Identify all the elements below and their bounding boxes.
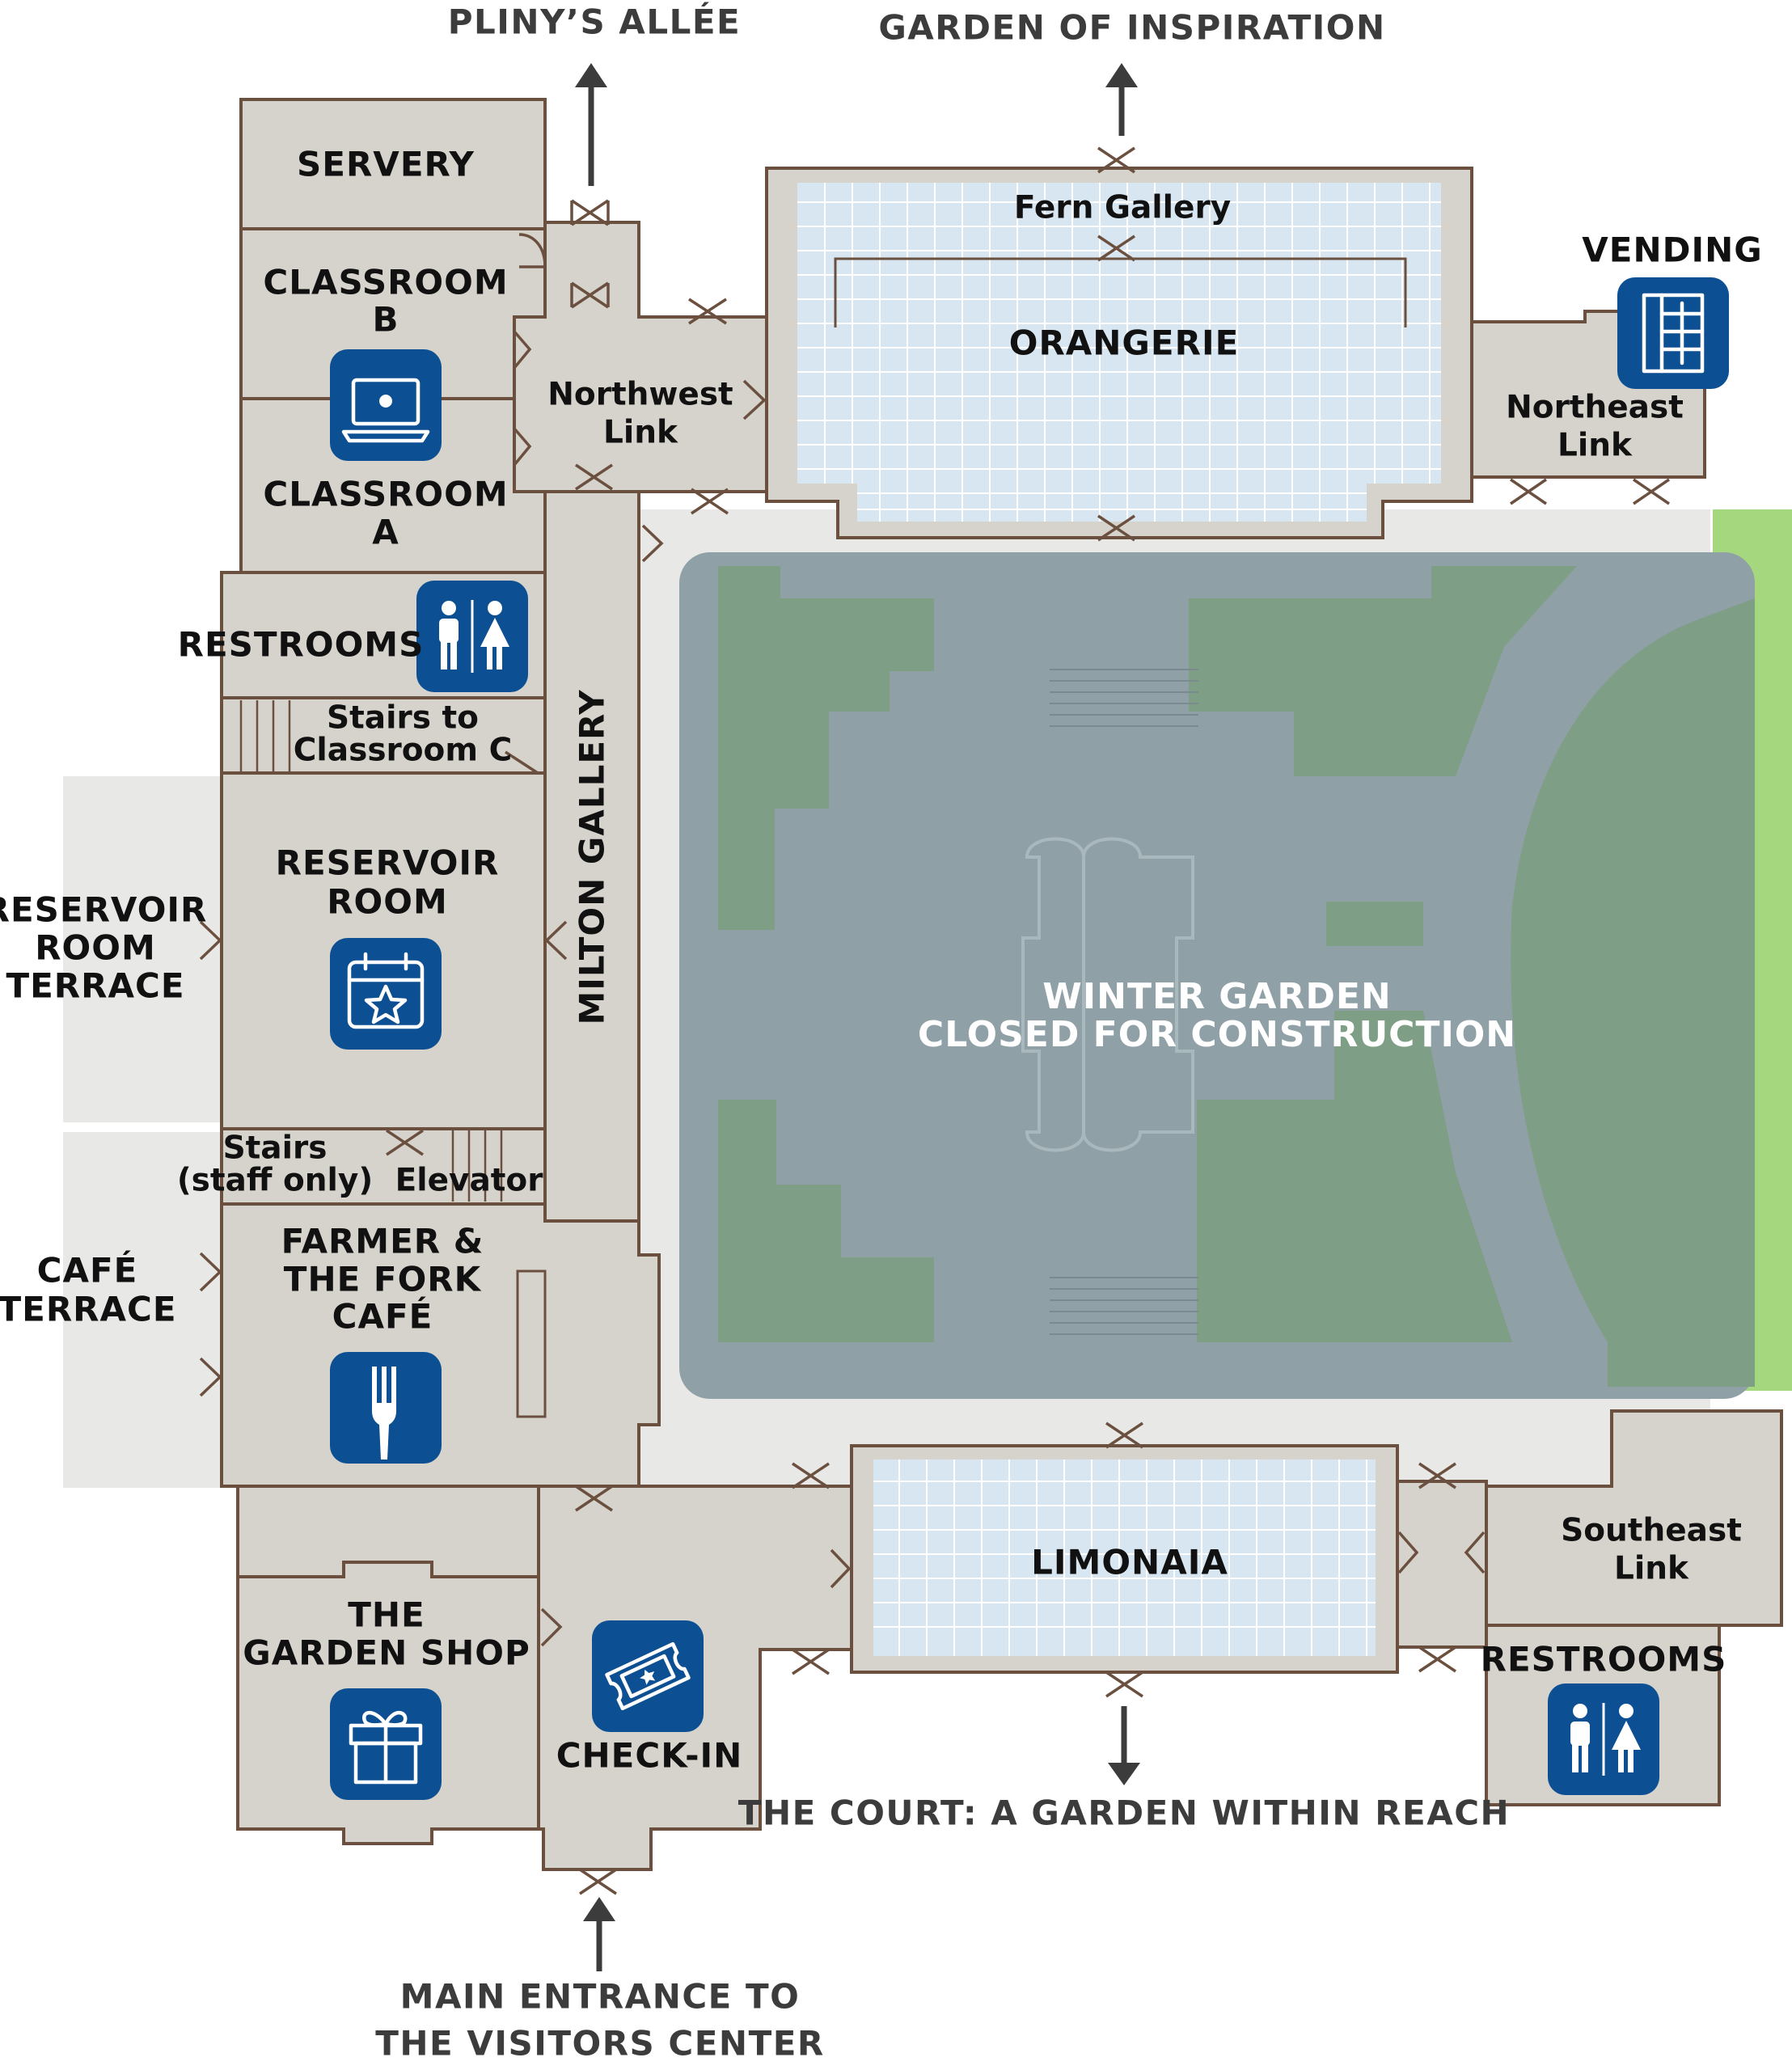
reservoir-terrace-label-1: RESERVOIR bbox=[0, 890, 207, 930]
southeast-link-label-1: Southeast bbox=[1561, 1513, 1742, 1549]
cafe-label-2: THE FORK bbox=[284, 1260, 482, 1299]
milton-gallery-label: MILTON GALLERY bbox=[573, 689, 612, 1024]
servery-label: SERVERY bbox=[297, 145, 475, 184]
reservoir-room bbox=[220, 771, 547, 1130]
stairs-c-label-2: Classroom C bbox=[294, 733, 512, 769]
restrooms-west-label: RESTROOMS bbox=[178, 625, 425, 665]
stairs-c-label-1: Stairs to bbox=[327, 700, 479, 737]
stairs-staff-label-2: (staff only) bbox=[177, 1163, 373, 1199]
winter-garden-label-1: WINTER GARDEN bbox=[1042, 976, 1391, 1017]
check-in-label: CHECK-IN bbox=[556, 1736, 743, 1776]
limonaia-label: LIMONAIA bbox=[1031, 1543, 1228, 1582]
classroom-b-label-1: CLASSROOM bbox=[263, 263, 508, 302]
limonaia-east-passage bbox=[1396, 1480, 1488, 1649]
reservoir-terrace-area bbox=[63, 776, 222, 1122]
northwest-link-label-2: Link bbox=[603, 415, 678, 451]
restroom-icon[interactable] bbox=[416, 581, 528, 692]
exit-plinys-allee[interactable]: PLINY’S ALLÉE bbox=[448, 2, 741, 42]
laptop-icon[interactable] bbox=[330, 349, 442, 461]
classroom-a-label-1: CLASSROOM bbox=[263, 475, 508, 514]
orangerie bbox=[765, 167, 1473, 539]
fern-gallery-label: Fern Gallery bbox=[1014, 190, 1231, 226]
winter-garden-label-2: CLOSED FOR CONSTRUCTION bbox=[918, 1014, 1516, 1055]
reservoir-room-label-2: ROOM bbox=[327, 882, 448, 922]
restrooms-east-label: RESTROOMS bbox=[1481, 1640, 1727, 1679]
exit-arrows bbox=[575, 63, 1140, 1971]
garden-shop-label-1: THE bbox=[348, 1595, 425, 1635]
garden-shop-label-2: GARDEN SHOP bbox=[243, 1633, 530, 1673]
cafe-label-1: FARMER & bbox=[281, 1222, 484, 1261]
classroom-a-label-2: A bbox=[372, 513, 399, 552]
reservoir-terrace-label-2: ROOM bbox=[35, 928, 156, 968]
orangerie-label: ORANGERIE bbox=[1009, 323, 1240, 363]
northwest-link-room bbox=[513, 221, 768, 493]
vending-machine-icon[interactable] bbox=[1617, 277, 1729, 389]
cafe-terrace-label-1: CAFÉ bbox=[37, 1250, 138, 1291]
ticket-icon[interactable] bbox=[592, 1620, 704, 1732]
northeast-link-label-2: Link bbox=[1557, 428, 1633, 464]
cafe-label-3: CAFÉ bbox=[332, 1296, 433, 1337]
winter-garden: WINTER GARDEN CLOSED FOR CONSTRUCTION bbox=[679, 552, 1755, 1399]
gift-icon[interactable] bbox=[330, 1688, 442, 1800]
southeast-link-label-2: Link bbox=[1614, 1551, 1689, 1587]
elevator-label: Elevator bbox=[395, 1163, 544, 1199]
calendar-star-icon[interactable] bbox=[330, 938, 442, 1050]
limonaia bbox=[850, 1444, 1399, 1674]
classroom-b-label-2: B bbox=[372, 300, 399, 340]
northwest-link-label-1: Northwest bbox=[547, 377, 733, 413]
exit-the-court[interactable]: THE COURT: A GARDEN WITHIN REACH bbox=[738, 1793, 1510, 1833]
main-entrance-label-2[interactable]: THE VISITORS CENTER bbox=[375, 2024, 825, 2064]
fork-icon[interactable] bbox=[330, 1352, 442, 1464]
restroom-east-icon[interactable] bbox=[1548, 1683, 1659, 1795]
cafe-terrace-label-2: TERRACE bbox=[0, 1290, 177, 1329]
doors bbox=[199, 146, 1670, 1895]
reservoir-terrace-label-3: TERRACE bbox=[6, 966, 184, 1006]
vending-label: VENDING bbox=[1582, 230, 1762, 270]
northeast-link-label-1: Northeast bbox=[1506, 390, 1684, 426]
stairs-staff-label-1: Stairs bbox=[223, 1130, 328, 1167]
exit-garden-of-inspiration[interactable]: GARDEN OF INSPIRATION bbox=[878, 8, 1385, 48]
servery-room bbox=[239, 98, 547, 230]
main-entrance-label-1[interactable]: MAIN ENTRANCE TO bbox=[400, 1977, 801, 2017]
reservoir-room-label-1: RESERVOIR bbox=[276, 843, 500, 883]
cafe-terrace-area bbox=[63, 1132, 222, 1488]
